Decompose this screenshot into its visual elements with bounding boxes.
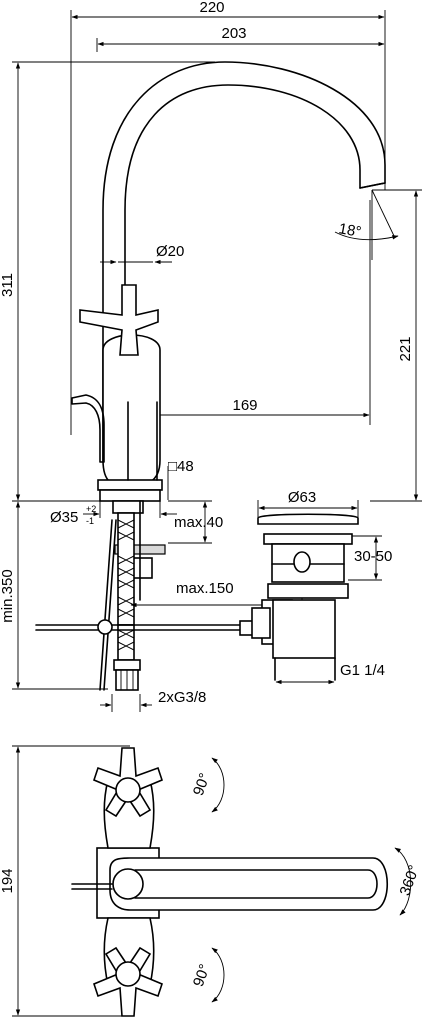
label-dia20: Ø20: [156, 243, 184, 260]
label-221: 221: [397, 336, 414, 361]
label-30-50: 30-50: [354, 548, 392, 565]
cross-handle-plan-top: [93, 747, 163, 818]
label-square48: □48: [168, 458, 194, 475]
cross-handle-side: [79, 284, 159, 356]
dimension-169: [130, 200, 371, 425]
label-angle-18: 18°: [337, 220, 362, 241]
dimension-203: [96, 38, 385, 52]
dimension-dia35: [83, 498, 177, 518]
label-dia35: Ø35: [50, 509, 78, 526]
label-dia63: Ø63: [288, 489, 316, 506]
label-max40: max.40: [174, 514, 223, 531]
plan-view: [71, 779, 389, 986]
dimension-max40: [168, 500, 212, 544]
dimension-194: [12, 745, 130, 1017]
dimension-dia63: [257, 500, 359, 518]
dimension-min350: [12, 501, 108, 690]
label-220: 220: [199, 0, 224, 16]
label-max150: max.150: [176, 580, 234, 597]
label-rot-90-top: 90°: [190, 771, 214, 798]
label-203: 203: [221, 25, 246, 42]
mounting-shank: [112, 500, 166, 601]
label-dia35-tol-minus: -1: [86, 516, 94, 526]
dimension-2xg38: [100, 694, 152, 712]
faucet-spout: [102, 61, 386, 463]
rotation-arc-top: [211, 757, 225, 813]
popup-lever: [71, 394, 105, 463]
dimension-30-50: [348, 535, 382, 581]
label-dia35-tol-plus: +2: [86, 504, 96, 514]
label-g1-quarter: G1 1/4: [340, 662, 385, 679]
label-min350: min.350: [0, 569, 16, 622]
cross-handle-plan-bottom: [93, 946, 163, 1017]
label-2xg38: 2xG3/8: [158, 689, 206, 706]
label-194: 194: [0, 868, 16, 893]
dimension-angle-18: [334, 189, 399, 260]
label-rot-90-bottom: 90°: [190, 962, 214, 989]
waste-assembly: [251, 513, 359, 681]
rotation-arc-360: [394, 847, 412, 916]
label-311: 311: [0, 273, 16, 297]
dimension-221: [370, 189, 422, 502]
label-169: 169: [232, 397, 257, 414]
faucet-body: [97, 334, 163, 502]
rotation-arc-bottom: [211, 947, 225, 1003]
label-rot-360: 360°: [396, 863, 423, 898]
supply-hose: [113, 512, 141, 691]
